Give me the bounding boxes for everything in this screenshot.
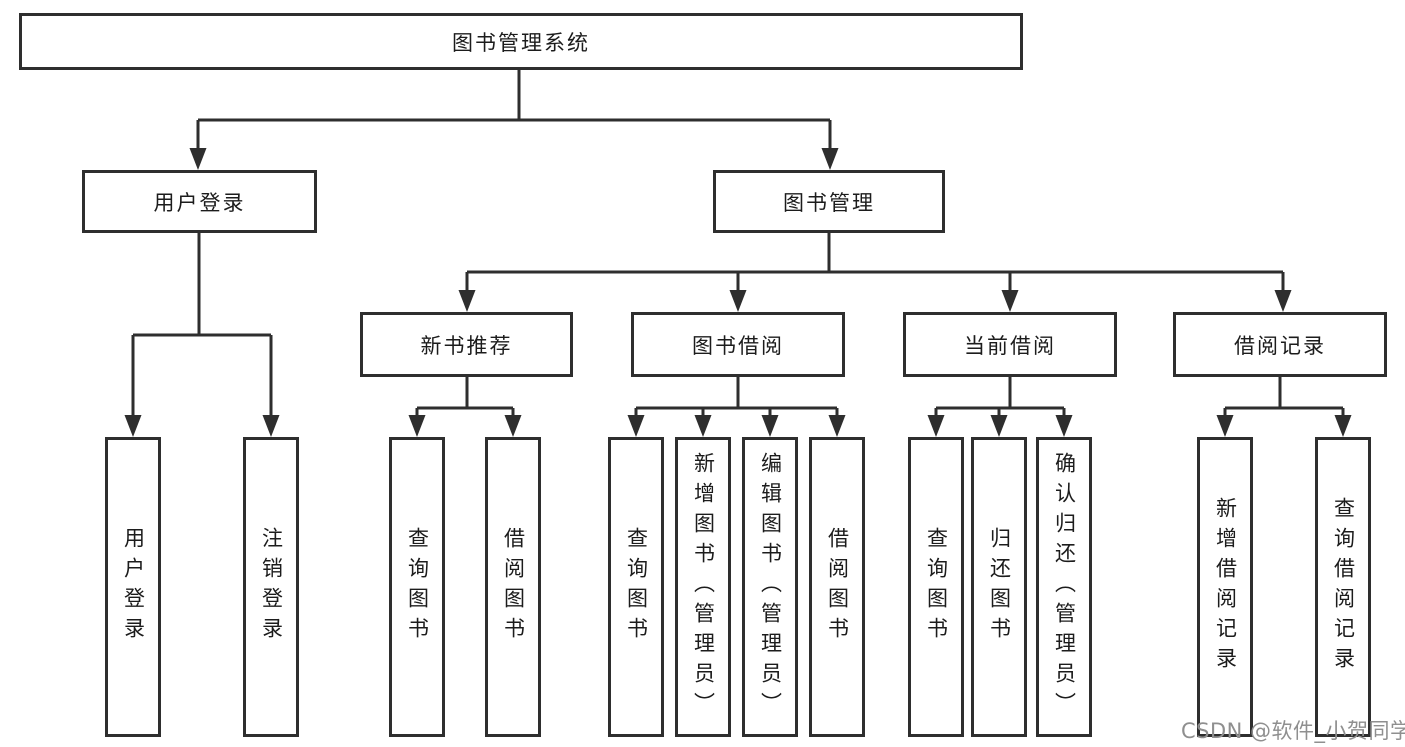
arrowhead bbox=[408, 415, 426, 437]
arrowhead bbox=[189, 148, 207, 170]
leaf-add-borrow-record-label: 新增借阅记录 bbox=[1213, 497, 1238, 677]
leaf-confirm-return-admin-label: 确认归还（管理员） bbox=[1052, 452, 1077, 722]
arrowhead bbox=[1334, 415, 1352, 437]
leaf-user-login-label: 用户登录 bbox=[121, 527, 146, 647]
node-book-borrow-label: 图书借阅 bbox=[692, 333, 784, 358]
node-borrow-records: 借阅记录 bbox=[1173, 312, 1387, 377]
leaf-query-books-current-label: 查询图书 bbox=[924, 527, 949, 647]
leaf-return-books: 归还图书 bbox=[971, 437, 1027, 737]
connector-current-borrow-subtree bbox=[934, 377, 1066, 417]
arrowhead bbox=[729, 290, 747, 312]
arrowhead bbox=[627, 415, 645, 437]
arrowhead bbox=[927, 415, 945, 437]
leaf-query-borrow-record-label: 查询借阅记录 bbox=[1331, 497, 1356, 677]
leaf-add-borrow-record: 新增借阅记录 bbox=[1197, 437, 1253, 737]
arrowhead bbox=[504, 415, 522, 437]
arrowhead bbox=[1216, 415, 1234, 437]
arrowhead bbox=[821, 148, 839, 170]
leaf-borrow-books: 借阅图书 bbox=[809, 437, 865, 737]
leaf-add-books-admin: 新增图书（管理员） bbox=[675, 437, 731, 737]
arrowhead bbox=[828, 415, 846, 437]
node-book-management: 图书管理 bbox=[713, 170, 945, 233]
arrowhead bbox=[458, 290, 476, 312]
arrowhead bbox=[694, 415, 712, 437]
leaf-query-books-borrow-label: 查询图书 bbox=[624, 527, 649, 647]
node-user-login: 用户登录 bbox=[82, 170, 317, 233]
leaf-edit-books-admin: 编辑图书（管理员） bbox=[742, 437, 798, 737]
node-book-borrow: 图书借阅 bbox=[631, 312, 845, 377]
arrowhead bbox=[990, 415, 1008, 437]
leaf-query-books-recommend-label: 查询图书 bbox=[405, 527, 430, 647]
watermark: CSDN @软件_小贺同学 bbox=[1181, 719, 1405, 743]
node-borrow-records-label: 借阅记录 bbox=[1234, 333, 1326, 358]
arrowhead bbox=[262, 415, 280, 437]
node-user-login-label: 用户登录 bbox=[153, 190, 246, 215]
node-current-borrow: 当前借阅 bbox=[903, 312, 1117, 377]
leaf-add-books-admin-label: 新增图书（管理员） bbox=[691, 452, 716, 722]
arrowhead bbox=[1055, 415, 1073, 437]
leaf-return-books-label: 归还图书 bbox=[987, 527, 1012, 647]
leaf-borrow-books-label: 借阅图书 bbox=[825, 527, 850, 647]
node-root: 图书管理系统 bbox=[19, 13, 1023, 70]
leaf-logout-label: 注销登录 bbox=[259, 527, 284, 647]
leaf-edit-books-admin-label: 编辑图书（管理员） bbox=[758, 452, 783, 722]
connector-user-login-subtree bbox=[131, 233, 273, 417]
arrowhead bbox=[1001, 290, 1019, 312]
connector-root-to-level2 bbox=[196, 70, 832, 150]
leaf-borrow-books-recommend-label: 借阅图书 bbox=[501, 527, 526, 647]
node-book-management-label: 图书管理 bbox=[783, 190, 875, 215]
node-new-book-recommend-label: 新书推荐 bbox=[420, 333, 513, 358]
leaf-query-books-current: 查询图书 bbox=[908, 437, 964, 737]
leaf-query-books-recommend: 查询图书 bbox=[389, 437, 445, 737]
leaf-query-borrow-record: 查询借阅记录 bbox=[1315, 437, 1371, 737]
node-root-label: 图书管理系统 bbox=[452, 30, 590, 55]
leaf-query-books-borrow: 查询图书 bbox=[608, 437, 664, 737]
leaf-confirm-return-admin: 确认归还（管理员） bbox=[1036, 437, 1092, 737]
node-new-book-recommend: 新书推荐 bbox=[360, 312, 573, 377]
arrowhead bbox=[124, 415, 142, 437]
arrowhead bbox=[761, 415, 779, 437]
arrowhead bbox=[1274, 290, 1292, 312]
connector-book-borrow-subtree bbox=[634, 377, 839, 417]
leaf-user-login: 用户登录 bbox=[105, 437, 161, 737]
connector-borrow-records-subtree bbox=[1223, 377, 1345, 417]
node-current-borrow-label: 当前借阅 bbox=[964, 333, 1056, 358]
connector-new-book-subtree bbox=[415, 377, 515, 417]
leaf-logout: 注销登录 bbox=[243, 437, 299, 737]
connector-book-management-rail bbox=[465, 233, 1285, 292]
leaf-borrow-books-recommend: 借阅图书 bbox=[485, 437, 541, 737]
